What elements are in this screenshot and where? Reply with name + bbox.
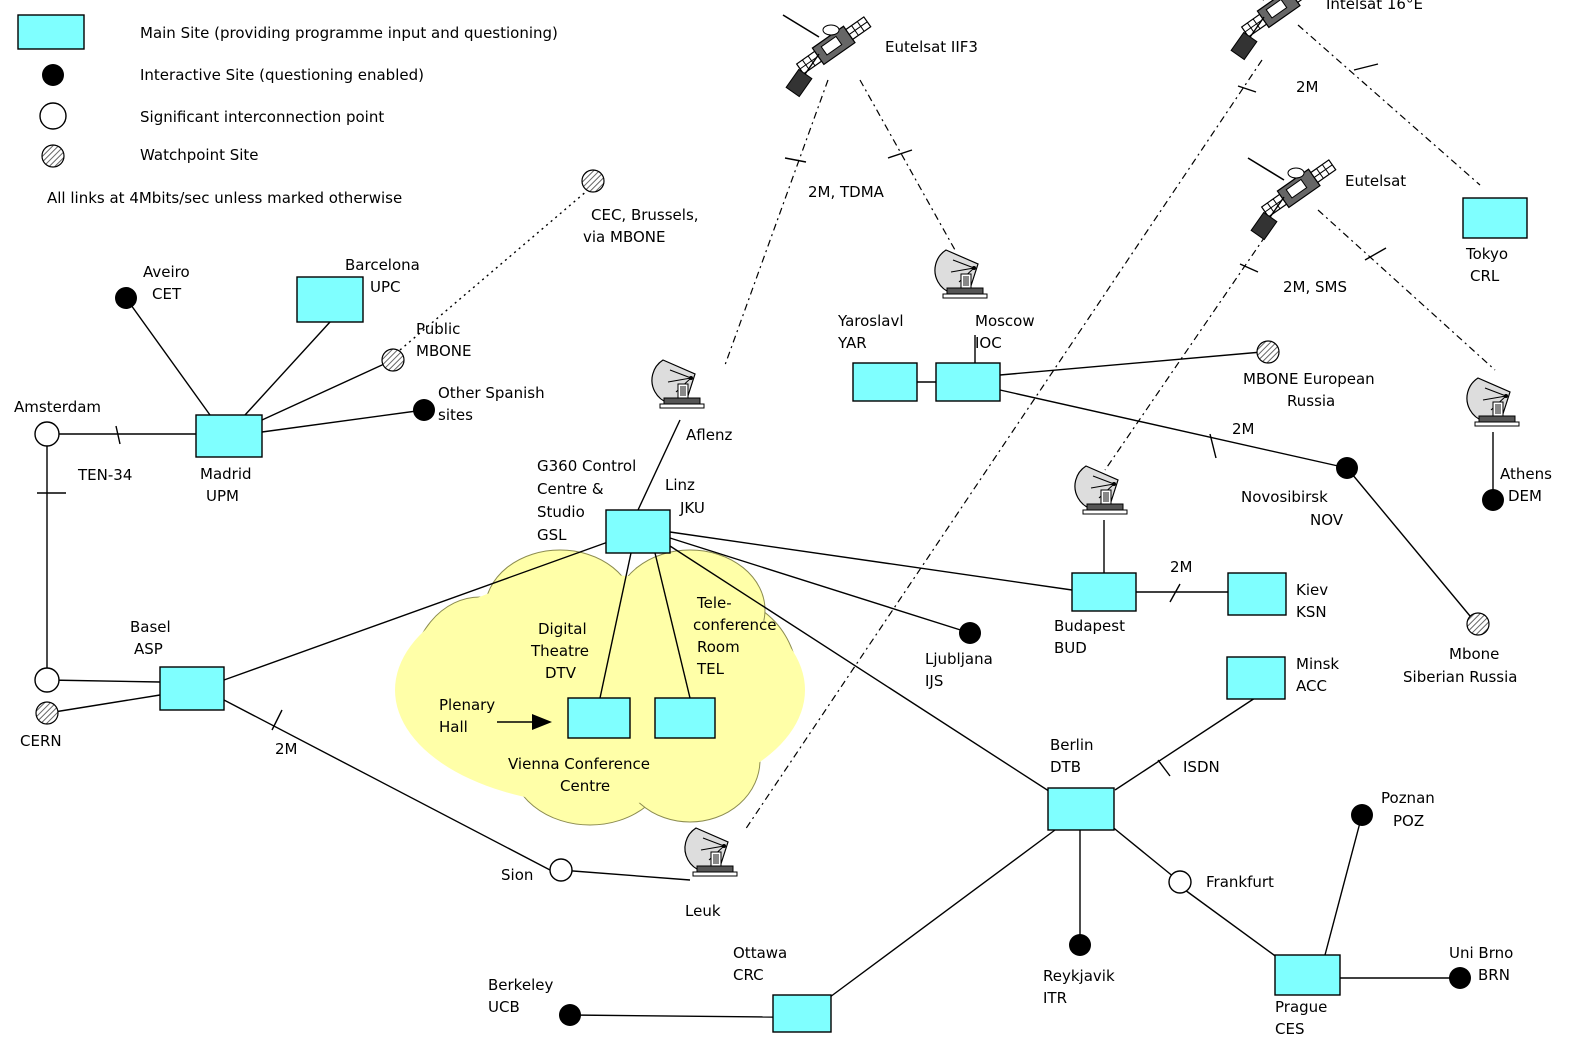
site-label-leuk: Leuk [685, 902, 721, 920]
site-label-frankfurt: Frankfurt [1206, 873, 1274, 891]
legend-note: All links at 4Mbits/sec unless marked ot… [47, 189, 402, 207]
legend: Main Site (providing programme input and… [17, 14, 558, 207]
watchpoint-sites [35, 169, 1490, 725]
site-label-amsterdam: Amsterdam [14, 398, 101, 416]
legend-watch-swatch [41, 144, 65, 168]
satellite-label-intelsat: Intelsat 16°E [1326, 0, 1423, 13]
satellite-dish-icon [1074, 465, 1128, 515]
kiev-box [1227, 572, 1287, 616]
ottawa-box [772, 994, 832, 1033]
site-label-aflenz: Aflenz [686, 426, 732, 444]
main-sites [159, 197, 1528, 1033]
g360-box [605, 509, 671, 554]
satellite-dish-icon [684, 827, 738, 877]
satellite-icon [1227, 0, 1319, 61]
link-label-basel-sion: 2M [275, 740, 298, 758]
legend-main-site: Main Site (providing programme input and… [140, 24, 558, 42]
prague-box [1274, 954, 1341, 996]
satellite-links [399, 24, 1496, 831]
budapest-box [1071, 572, 1137, 612]
satellite-dish-icon [651, 359, 705, 409]
minsk-box [1226, 656, 1286, 700]
legend-interconnection: Significant interconnection point [140, 108, 384, 126]
satellite-dish-icon [1466, 377, 1520, 427]
tokyo-box [1462, 197, 1528, 239]
link-label-moscow-nov: 2M [1232, 420, 1255, 438]
basel-box [159, 666, 225, 711]
satellite-icon [782, 12, 874, 98]
legend-interactive-swatch [42, 64, 64, 86]
link-label-sms: 2M, SMS [1283, 278, 1347, 296]
yaroslavl-box [852, 362, 918, 402]
legend-interactive: Interactive Site (questioning enabled) [140, 66, 424, 84]
moscow-box [935, 362, 1001, 402]
link-label-bud-kiev: 2M [1170, 558, 1193, 576]
site-label-sion: Sion [501, 866, 533, 884]
teleconference-box [654, 697, 716, 739]
digital-theatre-box [567, 697, 631, 739]
link-label-intelsat: 2M [1296, 78, 1319, 96]
interconnection-points [34, 421, 1192, 894]
madrid-box [195, 414, 263, 458]
link-label-isdn: ISDN [1183, 758, 1220, 776]
link-ticks [37, 63, 1387, 777]
interactive-sites [115, 287, 1504, 1026]
satellite-label-eutelsat: Eutelsat [1345, 172, 1406, 190]
terrestrial-links [46, 297, 1494, 1018]
satellite-icon [1247, 155, 1339, 241]
satellite-dish-icon [934, 249, 988, 299]
legend-interconnect-swatch [39, 102, 67, 130]
link-label-ten34: TEN-34 [77, 466, 132, 484]
satellite-label-eutelsat-iif3: Eutelsat IIF3 [885, 38, 978, 56]
legend-watchpoint: Watchpoint Site [140, 146, 259, 164]
berlin-box [1047, 787, 1115, 831]
barcelona-box [296, 276, 364, 323]
link-label-tdma: 2M, TDMA [808, 183, 885, 201]
site-label-cec: CEC, Brussels,via MBONE [583, 206, 699, 246]
plenary-arrow [497, 714, 552, 730]
site-label-cern: CERN [20, 732, 62, 750]
legend-main-site-swatch [17, 14, 85, 50]
